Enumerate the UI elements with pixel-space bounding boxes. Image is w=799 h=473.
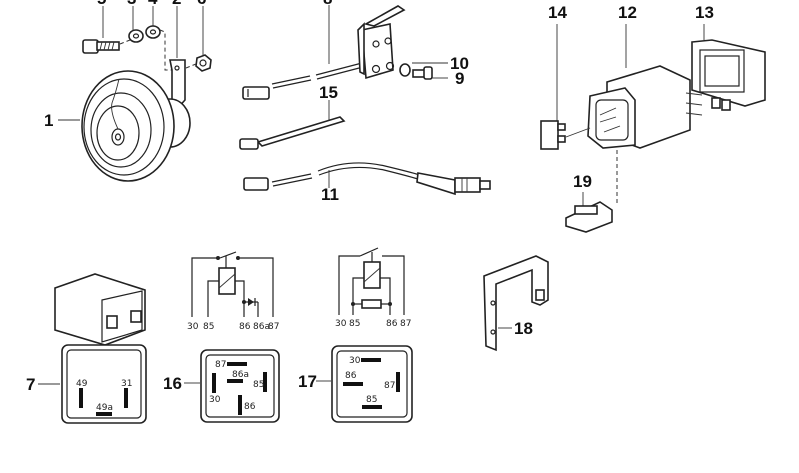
callout-14: 14 (548, 3, 567, 22)
callout-19: 19 (573, 172, 592, 191)
lock-washer-icon (128, 29, 144, 43)
callout-2: 2 (172, 0, 181, 8)
pin-label-86: 86 (345, 371, 357, 381)
callout-5: 5 (97, 0, 106, 8)
callout-15: 15 (319, 83, 338, 102)
hex-bolt-icon (82, 39, 131, 54)
pin-label-86: 86 (244, 402, 256, 412)
flasher-relay-icon (38, 273, 147, 424)
pin-label-87: 87 (215, 360, 226, 370)
switch-assembly (242, 5, 448, 100)
relay-socket-assembly (540, 24, 766, 233)
pin-label-30: 30 (335, 319, 347, 329)
relay-16-schematic (191, 251, 274, 317)
pin-label-86a: 86a (232, 370, 249, 380)
callout-13: 13 (695, 3, 714, 22)
pin-label-86: 86 (239, 322, 251, 332)
pin-label-87: 87 (400, 319, 411, 329)
pin-label-85: 85 (366, 395, 377, 405)
pin-label-30: 30 (349, 356, 361, 366)
pin-label-87: 87 (384, 381, 395, 391)
pin-label-86a: 86a (253, 322, 270, 332)
callout-8: 8 (323, 0, 332, 8)
callout-17: 17 (298, 372, 317, 391)
callout-7: 7 (26, 375, 35, 394)
relay-bracket-icon (483, 255, 549, 352)
callout-16: 16 (163, 374, 182, 393)
washer-icon (145, 25, 172, 71)
callout-6: 6 (197, 0, 206, 8)
pin-label-49a: 49a (96, 403, 113, 413)
callout-9: 9 (455, 69, 464, 88)
relay-16-pinout (184, 349, 280, 423)
relay-17-schematic (338, 247, 405, 315)
relay-17-pinout (316, 345, 413, 423)
callout-3: 3 (127, 0, 136, 8)
cable-tie-icon (239, 100, 346, 150)
callout-11: 11 (321, 185, 339, 204)
callout-1: 1 (44, 111, 53, 130)
pin-label-30: 30 (187, 322, 199, 332)
pin-label-85: 85 (203, 322, 214, 332)
pin-label-31: 31 (121, 379, 132, 389)
pin-label-85: 85 (253, 380, 264, 390)
horn-icon (81, 70, 191, 182)
horn-assembly (58, 6, 212, 182)
callout-4: 4 (148, 0, 158, 8)
callout-12: 12 (618, 3, 637, 22)
pin-label-85: 85 (349, 319, 360, 329)
pin-label-86: 86 (386, 319, 398, 329)
pin-label-87: 87 (268, 322, 279, 332)
pin-label-49: 49 (76, 379, 88, 389)
hex-nut-icon (185, 54, 212, 72)
callout-18: 18 (514, 319, 533, 338)
callout-10: 10 (450, 54, 469, 73)
oxygen-sensor-icon (243, 162, 491, 196)
pin-label-30: 30 (209, 395, 221, 405)
